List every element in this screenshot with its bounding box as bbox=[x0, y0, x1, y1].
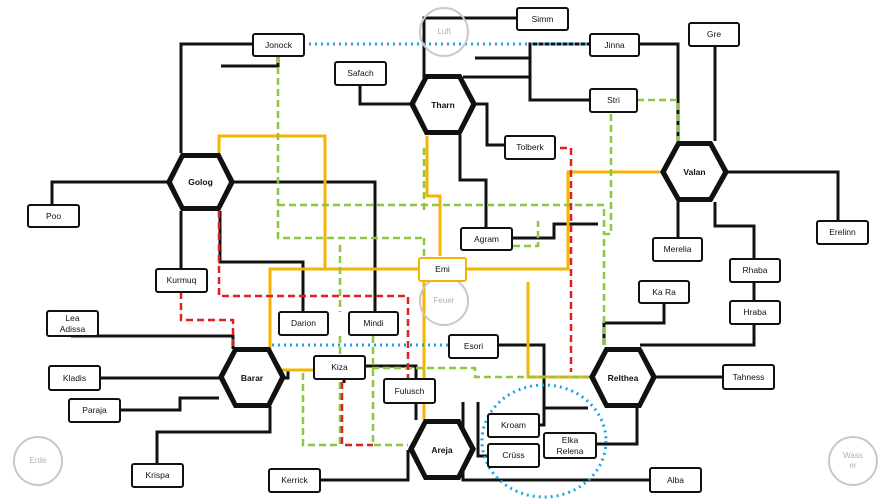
connector bbox=[278, 203, 606, 234]
node-ka-ra[interactable]: Ka Ra bbox=[638, 280, 690, 304]
element-feuer-circle: Feuer bbox=[419, 276, 469, 326]
node-gre[interactable]: Gre bbox=[688, 22, 740, 47]
node-kladis[interactable]: Kladis bbox=[48, 365, 101, 391]
node-kroam[interactable]: Kroam bbox=[487, 413, 540, 438]
node-kerrick[interactable]: Kerrick bbox=[268, 468, 321, 493]
hexagon-relthea-label: Relthea bbox=[607, 372, 639, 383]
node-krispa[interactable]: Krispa bbox=[131, 463, 184, 488]
node-agram[interactable]: Agram bbox=[460, 227, 513, 251]
hexagon-golog[interactable]: Golog bbox=[166, 153, 235, 211]
hexagon-inner bbox=[172, 79, 723, 475]
connector bbox=[217, 134, 419, 271]
connector bbox=[71, 334, 235, 349]
node-elka-relena[interactable]: Elka Relena bbox=[543, 432, 597, 459]
connector bbox=[221, 56, 280, 68]
node-safach[interactable]: Safach bbox=[334, 61, 387, 86]
node-tolberk[interactable]: Tolberk bbox=[504, 135, 556, 160]
node-kiza[interactable]: Kiza bbox=[313, 355, 366, 380]
connector bbox=[276, 56, 424, 240]
node-esori[interactable]: Esori bbox=[448, 334, 499, 359]
node-jinna[interactable]: Jinna bbox=[589, 33, 640, 57]
node-kurmuq[interactable]: Kurmuq bbox=[155, 268, 208, 293]
node-alba[interactable]: Alba bbox=[649, 467, 702, 493]
connector bbox=[425, 136, 442, 256]
connector bbox=[217, 211, 410, 378]
hexagon-areja-label: Areja bbox=[431, 444, 453, 455]
element-wasser-circle: Wass er bbox=[828, 436, 878, 486]
blue-dotted-connections bbox=[272, 42, 608, 499]
node-cruss[interactable]: Crüss bbox=[487, 443, 540, 468]
node-mindi[interactable]: Mindi bbox=[348, 311, 399, 336]
node-simm[interactable]: Simm bbox=[516, 7, 569, 31]
hexagon-barar-label: Barar bbox=[240, 372, 264, 383]
connector bbox=[513, 222, 598, 240]
node-hraba[interactable]: Hraba bbox=[729, 300, 781, 325]
connector bbox=[340, 382, 373, 447]
element-wasser-label: Wass er bbox=[843, 451, 863, 470]
connector bbox=[526, 282, 595, 379]
connector bbox=[637, 98, 680, 141]
connector bbox=[466, 170, 660, 271]
connector bbox=[640, 324, 756, 347]
hexagon-relthea[interactable]: Relthea bbox=[589, 347, 657, 408]
element-feuer-label: Feuer bbox=[433, 296, 455, 306]
green-dashed-connections bbox=[276, 56, 680, 447]
hexagon-tharn-label: Tharn bbox=[431, 99, 455, 110]
connector bbox=[597, 406, 639, 446]
connector bbox=[475, 102, 506, 147]
node-poo[interactable]: Poo bbox=[27, 204, 80, 228]
element-erde-label: Erde bbox=[29, 456, 47, 466]
node-darion[interactable]: Darion bbox=[278, 311, 329, 336]
node-erelinn[interactable]: Erelinn bbox=[816, 220, 869, 245]
connector bbox=[311, 450, 410, 482]
connector bbox=[50, 180, 168, 205]
connector bbox=[475, 56, 590, 102]
connector bbox=[538, 146, 573, 372]
element-luft-circle: Luft bbox=[419, 7, 469, 57]
node-jonock[interactable]: Jonock bbox=[252, 33, 305, 57]
connector bbox=[602, 304, 666, 345]
node-stri[interactable]: Stri bbox=[589, 88, 638, 113]
connector bbox=[179, 42, 253, 153]
node-lea-adissa[interactable]: Lea Adissa bbox=[46, 310, 99, 337]
connector bbox=[155, 406, 272, 464]
node-tahness[interactable]: Tahness bbox=[722, 364, 775, 390]
connector bbox=[458, 135, 488, 228]
element-luft-label: Luft bbox=[437, 27, 451, 37]
connector bbox=[372, 366, 595, 379]
connector bbox=[179, 292, 235, 349]
connector bbox=[726, 170, 840, 221]
connector bbox=[513, 221, 540, 248]
connector bbox=[713, 202, 756, 258]
hexagon-barar[interactable]: Barar bbox=[218, 347, 286, 408]
connector bbox=[371, 336, 408, 447]
connector bbox=[358, 86, 411, 106]
node-paraja[interactable]: Paraja bbox=[68, 398, 121, 423]
kroam-cruss-group-ring bbox=[480, 383, 608, 499]
connector bbox=[268, 267, 419, 372]
connector bbox=[602, 114, 613, 345]
node-rhaba[interactable]: Rhaba bbox=[729, 258, 781, 283]
connector bbox=[301, 372, 342, 447]
connector bbox=[121, 396, 219, 412]
hexagon-valan[interactable]: Valan bbox=[660, 141, 729, 202]
hexagon-golog-label: Golog bbox=[188, 177, 213, 187]
node-merelia[interactable]: Merelia bbox=[652, 237, 703, 262]
element-erde-circle: Erde bbox=[13, 436, 63, 486]
hexagon-areja[interactable]: Areja bbox=[408, 419, 476, 480]
node-fulusch[interactable]: Fulusch bbox=[383, 378, 436, 404]
hexagon-valan-label: Valan bbox=[683, 166, 706, 177]
hexagon-tharn[interactable]: Tharn bbox=[409, 74, 477, 135]
node-emi[interactable]: Emi bbox=[418, 257, 467, 282]
